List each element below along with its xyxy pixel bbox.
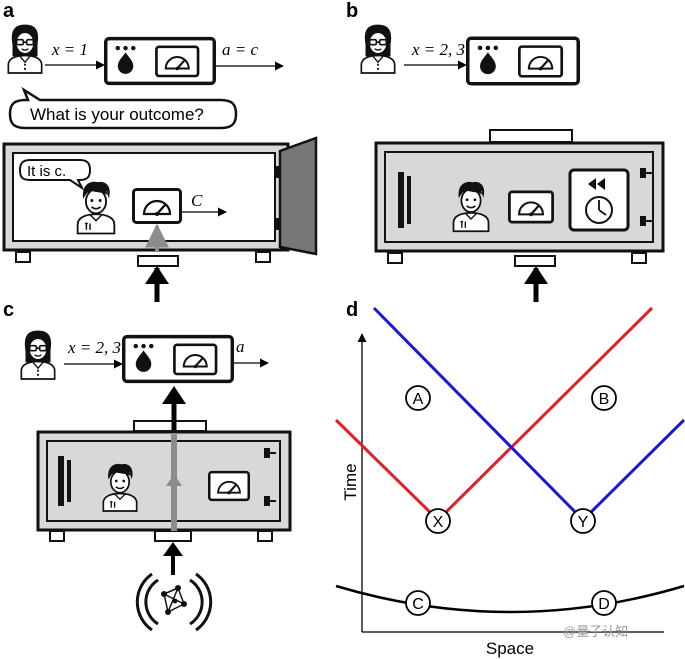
output-label: a <box>236 337 245 356</box>
person-woman-icon <box>360 23 396 74</box>
box-inner-frame <box>46 440 281 522</box>
input-signal-arrowhead <box>145 266 169 284</box>
blue-line-right <box>581 418 685 522</box>
box-handle <box>489 129 573 143</box>
watermark: @量子认知 <box>563 624 628 639</box>
network-source-icon <box>135 572 213 632</box>
red-line-right <box>436 306 654 522</box>
panel-a-label: a <box>3 0 15 22</box>
input-label: x = 1 <box>51 40 88 59</box>
box-foot <box>255 251 271 263</box>
box-foot <box>257 530 273 542</box>
reply-text: It is c. <box>27 163 66 180</box>
entry-port <box>137 255 179 267</box>
panel-c-label: c <box>3 299 14 321</box>
panel-b-label: b <box>346 0 358 22</box>
source-device <box>468 38 578 84</box>
panel-a: a x = 1 a = c What is your outcome? It i… <box>2 0 318 302</box>
input-signal-arrowhead <box>524 266 548 284</box>
meter-icon <box>508 190 554 224</box>
box-foot <box>387 252 403 264</box>
svg-text:C: C <box>412 596 424 613</box>
box-latch <box>407 176 411 224</box>
door-hinge <box>274 166 279 178</box>
node-D: D <box>591 590 617 616</box>
source-device <box>124 337 233 382</box>
box-latch <box>398 172 404 228</box>
clock-icon <box>585 196 613 224</box>
svg-text:X: X <box>433 514 444 531</box>
panel-c: c x = 2, 3 a <box>3 299 292 632</box>
space-axis-label: Space <box>486 639 534 658</box>
entry-port <box>514 255 556 267</box>
node-Y: Y <box>570 508 596 534</box>
box-hinge <box>640 168 646 178</box>
gray-beam-arrowhead <box>166 474 182 486</box>
spacelike-curve <box>335 584 685 614</box>
box-foot <box>49 530 65 542</box>
question-text: What is your outcome? <box>30 105 204 124</box>
box-hinge <box>640 216 646 226</box>
svg-text:B: B <box>599 391 610 408</box>
node-C: C <box>405 590 431 616</box>
blue-line-left <box>372 306 585 522</box>
door-hinge <box>274 218 279 230</box>
node-B: B <box>591 385 617 411</box>
box-hinge <box>264 448 270 458</box>
input-label: x = 2, 3 <box>411 40 465 59</box>
input-signal-arrowhead <box>163 542 183 556</box>
svg-text:D: D <box>598 596 610 613</box>
time-axis-label: Time <box>341 463 360 500</box>
red-line-left <box>334 418 440 522</box>
box-foot <box>631 252 647 264</box>
panel-d: d Time Space A B X Y C <box>334 299 685 658</box>
node-A: A <box>405 385 431 411</box>
reply-bubble <box>18 159 92 191</box>
person-woman-icon <box>7 23 43 74</box>
box-foot <box>15 251 31 263</box>
person-woman-icon <box>20 329 56 380</box>
panel-b: b x = 2, 3 <box>346 0 665 302</box>
svg-text:A: A <box>413 391 424 408</box>
svg-text:Y: Y <box>578 514 589 531</box>
node-X: X <box>425 508 451 534</box>
entry-port <box>154 530 192 542</box>
box-latch <box>58 456 64 506</box>
inner-output-label: C <box>191 191 203 210</box>
closed-box <box>36 430 292 532</box>
box-inner-frame <box>384 151 654 243</box>
speech-bubble <box>8 86 238 130</box>
meter-icon <box>132 188 182 224</box>
box-hinge <box>264 496 270 506</box>
open-door <box>278 136 318 256</box>
panel-d-label: d <box>346 299 358 321</box>
source-device <box>106 39 215 84</box>
box-handle <box>133 420 207 432</box>
meter-icon <box>208 470 250 502</box>
output-label: a = c <box>222 40 258 59</box>
box-latch <box>67 460 71 502</box>
rewind-icon <box>588 178 605 190</box>
output-signal-arrowhead <box>162 386 186 404</box>
input-label: x = 2, 3 <box>67 338 121 357</box>
